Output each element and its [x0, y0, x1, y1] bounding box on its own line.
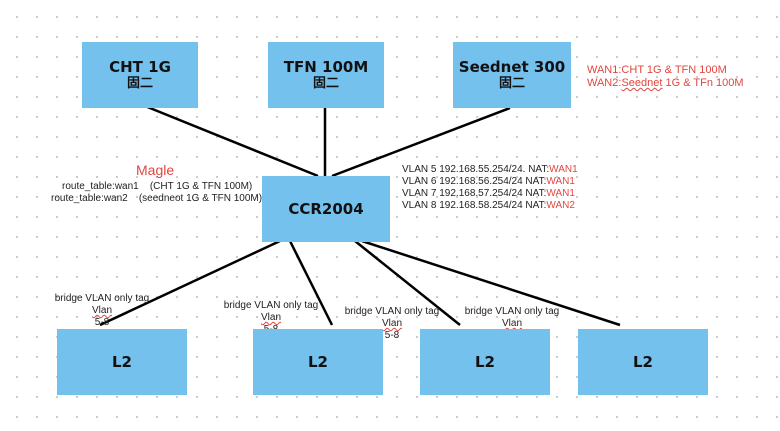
bridge-tag-vlans: Vlan 5-8: [91, 305, 112, 328]
link-cht-to-router: [139, 102, 319, 178]
wan2-prefix: WAN2:: [587, 77, 622, 89]
vlan-nat-wan: WAN2: [546, 200, 575, 211]
l2-switch-4: L2: [578, 329, 708, 395]
vlan-label: VLAN 8 192.168.58.254/24 NAT:: [402, 200, 547, 211]
bridge-tag-text: bridge VLAN only tag: [464, 306, 560, 317]
bridge-tag-vlans: Vlan 5-8: [381, 318, 402, 341]
vlan-label: VLAN 7 192.168.57.254/24 NAT:: [402, 188, 547, 199]
vlan-7-line: VLAN 7 192.168.57.254/24 NAT:WAN1: [402, 188, 578, 200]
l2-label: L2: [112, 353, 132, 371]
link-router-to-l2-2: [288, 240, 334, 326]
bridge-tag-1: bridge VLAN only tag Vlan 5-8: [50, 293, 154, 329]
wan-node-subtitle: 固二: [126, 76, 153, 91]
link-router-to-l2-1: [99, 239, 281, 327]
l2-switch-2: L2: [253, 329, 383, 395]
wan-node-title: Seednet 300: [458, 58, 566, 76]
wan2-legend-line: WAN2:Seednet 1G & TFn 100M: [587, 77, 744, 90]
l2-label: L2: [475, 353, 495, 371]
link-router-to-l2-4: [361, 239, 621, 327]
vlan-6-line: VLAN 6 192.168.56.254/24 NAT:WAN1: [402, 176, 578, 188]
bridge-tag-3: bridge VLAN only tag Vlan 5-8: [340, 306, 444, 342]
vlan-nat-wan: WAN1: [546, 188, 575, 199]
bridge-tag-text: bridge VLAN only tag: [54, 293, 150, 304]
wan-node-tfn: TFN 100M 固二: [268, 42, 384, 108]
l2-switch-3: L2: [420, 329, 550, 395]
l2-label: L2: [308, 353, 328, 371]
wan2-suffix: 1G & TFn 100M: [662, 77, 744, 89]
l2-switch-1: L2: [57, 329, 187, 395]
wan-node-subtitle: 固二: [498, 76, 525, 91]
wan-node-subtitle: 固二: [312, 76, 339, 91]
wan-legend: WAN1:CHT 1G & TFN 100M WAN2:Seednet 1G &…: [587, 64, 744, 90]
vlan-8-line: VLAN 8 192.168.58.254/24 NAT:WAN2: [402, 200, 578, 212]
wan-node-seednet: Seednet 300 固二: [453, 42, 571, 108]
wan-node-cht: CHT 1G 固二: [82, 42, 198, 108]
wan-node-title: TFN 100M: [283, 58, 369, 76]
vlan-nat-wan: WAN1: [546, 176, 575, 187]
wan-node-title: CHT 1G: [109, 58, 171, 76]
mangle-route-2: route_table:wan2 (seedneot 1G & TFN 100M…: [51, 193, 263, 204]
wan1-legend-line: WAN1:CHT 1G & TFN 100M: [587, 64, 727, 76]
bridge-tag-text: bridge VLAN only tag: [223, 300, 319, 311]
mangle-route-1: route_table:wan1 (CHT 1G & TFN 100M): [62, 181, 253, 192]
wan2-underlined: Seednet: [621, 77, 663, 89]
link-router-to-l2-3: [354, 240, 461, 326]
vlan-nat-wan: WAN1: [549, 164, 578, 175]
bridge-tag-text: bridge VLAN only tag: [344, 306, 440, 317]
l2-label: L2: [633, 353, 653, 371]
vlan-list: VLAN 5 192.168.55.254/24. NAT:WAN1 VLAN …: [402, 164, 578, 212]
vlan-label: VLAN 6 192.168.56.254/24 NAT:: [402, 176, 547, 187]
vlan-label: VLAN 5 192.168.55.254/24. NAT:: [402, 164, 550, 175]
router-name: CCR2004: [288, 200, 364, 218]
link-seednet-to-router: [331, 106, 511, 178]
vlan-5-line: VLAN 5 192.168.55.254/24. NAT:WAN1: [402, 164, 578, 176]
router-node: CCR2004: [262, 176, 390, 242]
mangle-title: Magle: [136, 162, 175, 178]
